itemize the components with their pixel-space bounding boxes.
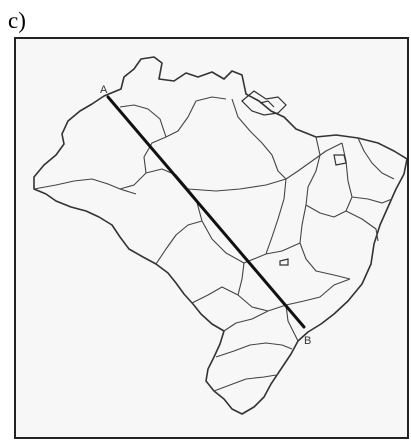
- route-line-a-b: [106, 95, 306, 329]
- brazil-map: A B: [33, 56, 407, 415]
- state-borders: [33, 96, 395, 392]
- brazil-outline: [33, 56, 407, 415]
- option-label: c): [8, 8, 26, 33]
- point-a-label: A: [100, 84, 108, 96]
- point-b-label: B: [304, 335, 311, 347]
- coast-details: [241, 90, 347, 266]
- map-frame: A B: [14, 37, 409, 439]
